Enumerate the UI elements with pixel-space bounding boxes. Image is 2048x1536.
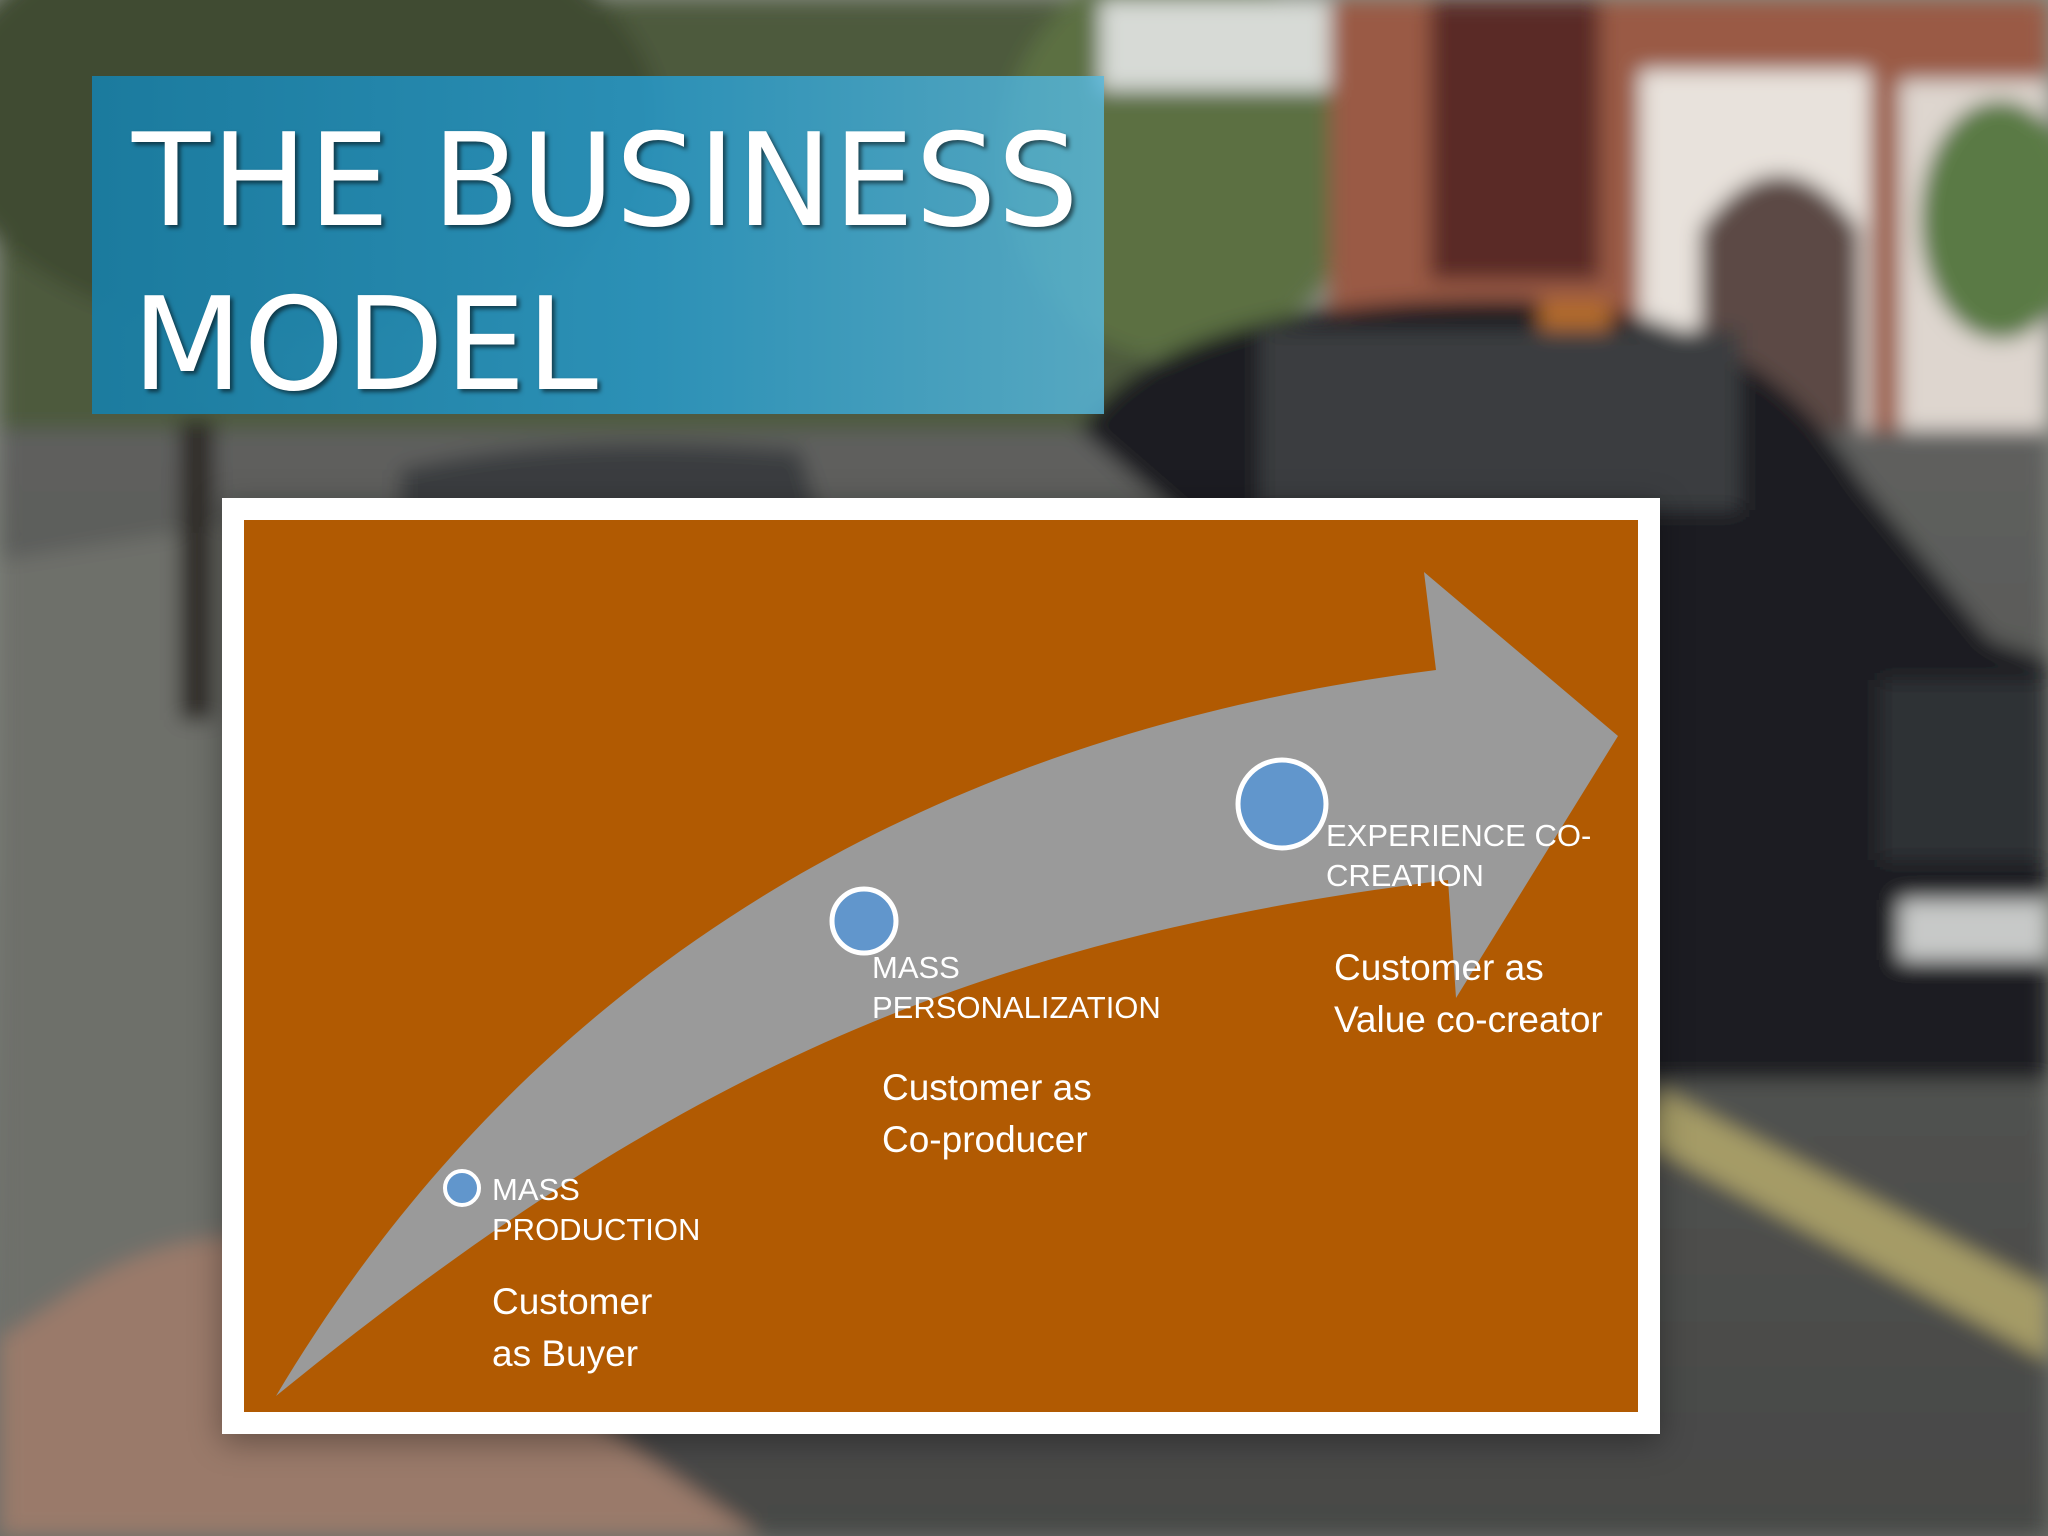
stage-node-experience-co-creation bbox=[1235, 757, 1329, 851]
title-banner: THE BUSINESS MODEL bbox=[92, 76, 1104, 420]
progression-diagram bbox=[276, 572, 1618, 1396]
stage-role-mass-personalization: Customer as Co-producer bbox=[882, 1067, 1092, 1160]
diagram-card: MASS PRODUCTION Customer as Buyer MASS P… bbox=[222, 498, 1660, 1434]
stage-role-experience-co-creation: Customer as Value co-creator bbox=[1334, 947, 1603, 1040]
diagram-panel: MASS PRODUCTION Customer as Buyer MASS P… bbox=[244, 520, 1638, 1412]
stage-node-mass-production bbox=[443, 1169, 481, 1207]
stage-label-mass-production: MASS PRODUCTION bbox=[492, 1172, 701, 1247]
stage-role-mass-production: Customer as Buyer bbox=[492, 1281, 653, 1374]
slide-title: THE BUSINESS MODEL bbox=[132, 107, 1080, 420]
stage-node-mass-personalization bbox=[829, 886, 899, 956]
stage-label-mass-personalization: MASS PERSONALIZATION bbox=[872, 950, 1161, 1025]
stage-label-experience-co-creation: EXPERIENCE CO- CREATION bbox=[1326, 818, 1592, 893]
